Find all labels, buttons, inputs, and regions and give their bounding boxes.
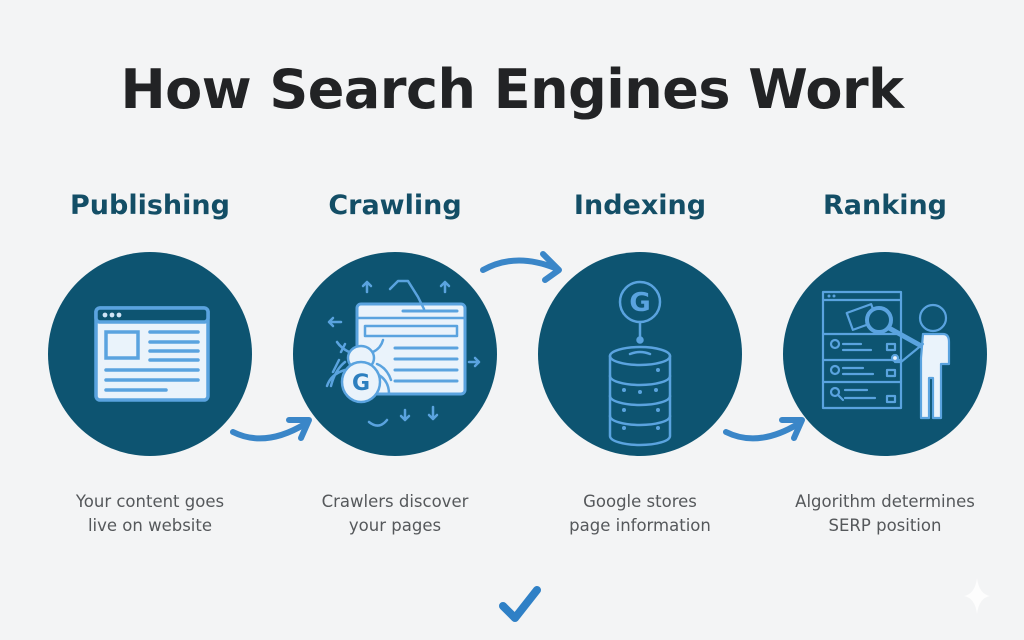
svg-text:G: G bbox=[352, 371, 370, 396]
step-description: Algorithm determines SERP position bbox=[795, 492, 975, 535]
browser-window-icon bbox=[94, 306, 210, 402]
step-heading: Publishing bbox=[70, 190, 230, 221]
step-heading: Crawling bbox=[328, 190, 462, 221]
step-circle bbox=[783, 252, 987, 456]
step-circle bbox=[48, 252, 252, 456]
step-description: Crawlers discover your pages bbox=[321, 492, 469, 535]
step-heading: Ranking bbox=[823, 190, 947, 221]
svg-text:G: G bbox=[629, 288, 650, 318]
person-magnifier-serp-icon bbox=[821, 290, 951, 420]
arrow-crawling-to-indexing-icon bbox=[480, 251, 562, 283]
arrow-indexing-to-ranking-icon bbox=[723, 417, 805, 442]
step-description: Your content goes live on website bbox=[75, 492, 225, 535]
arrow-publishing-to-crawling-icon bbox=[230, 417, 312, 442]
step-description: Google stores page information bbox=[569, 492, 711, 535]
page-title: How Search Engines Work bbox=[120, 58, 904, 121]
step-heading: Indexing bbox=[573, 190, 707, 221]
sparkle-icon bbox=[964, 578, 990, 614]
checkmark-icon bbox=[499, 586, 541, 622]
step-circle: G bbox=[293, 252, 497, 456]
step-circle: G bbox=[538, 252, 742, 456]
crawler-spider-icon: G bbox=[325, 279, 481, 427]
google-database-icon: G bbox=[608, 280, 672, 447]
